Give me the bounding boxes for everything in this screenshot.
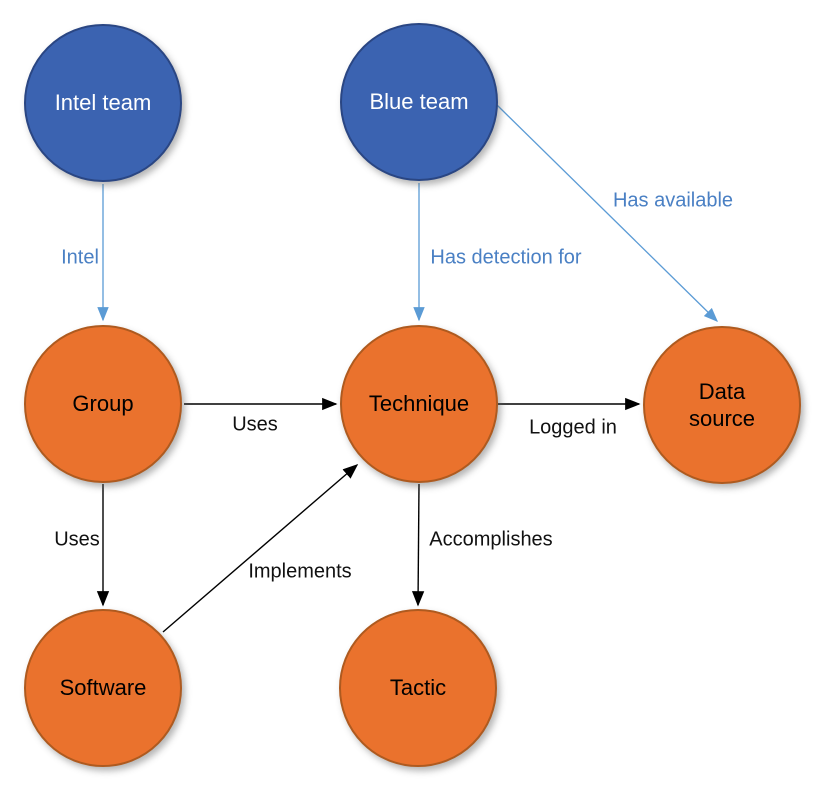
edge-line-blue-team-data-source [496, 104, 719, 323]
edge-label-has-available: Has available [612, 189, 734, 212]
edge-label-has-detection-for: Has detection for [430, 246, 582, 269]
node-tactic: Tactic [339, 609, 497, 767]
node-data-source: Data source [643, 326, 801, 484]
node-software-label: Software [59, 675, 147, 701]
edge-label-uses-group-software: Uses [54, 528, 100, 551]
node-software: Software [24, 609, 182, 767]
node-group-label: Group [72, 391, 134, 417]
edge-label-implements: Implements [248, 560, 352, 583]
edge-label-logged-in: Logged in [529, 416, 617, 439]
node-tactic-label: Tactic [389, 675, 447, 701]
edge-label-intel: Intel [61, 246, 99, 269]
node-intel-team-label: Intel team [54, 90, 152, 116]
node-technique-label: Technique [368, 391, 470, 417]
edge-label-uses-group-technique: Uses [232, 413, 278, 436]
edge-line-technique-tactic [411, 483, 425, 607]
node-intel-team: Intel team [24, 24, 182, 182]
edge-label-accomplishes: Accomplishes [429, 528, 553, 551]
node-data-source-label: Data source [688, 378, 756, 432]
node-technique: Technique [340, 325, 498, 483]
node-blue-team: Blue team [340, 23, 498, 181]
node-group: Group [24, 325, 182, 483]
edge-line-software-technique [162, 463, 359, 633]
node-blue-team-label: Blue team [369, 89, 469, 115]
